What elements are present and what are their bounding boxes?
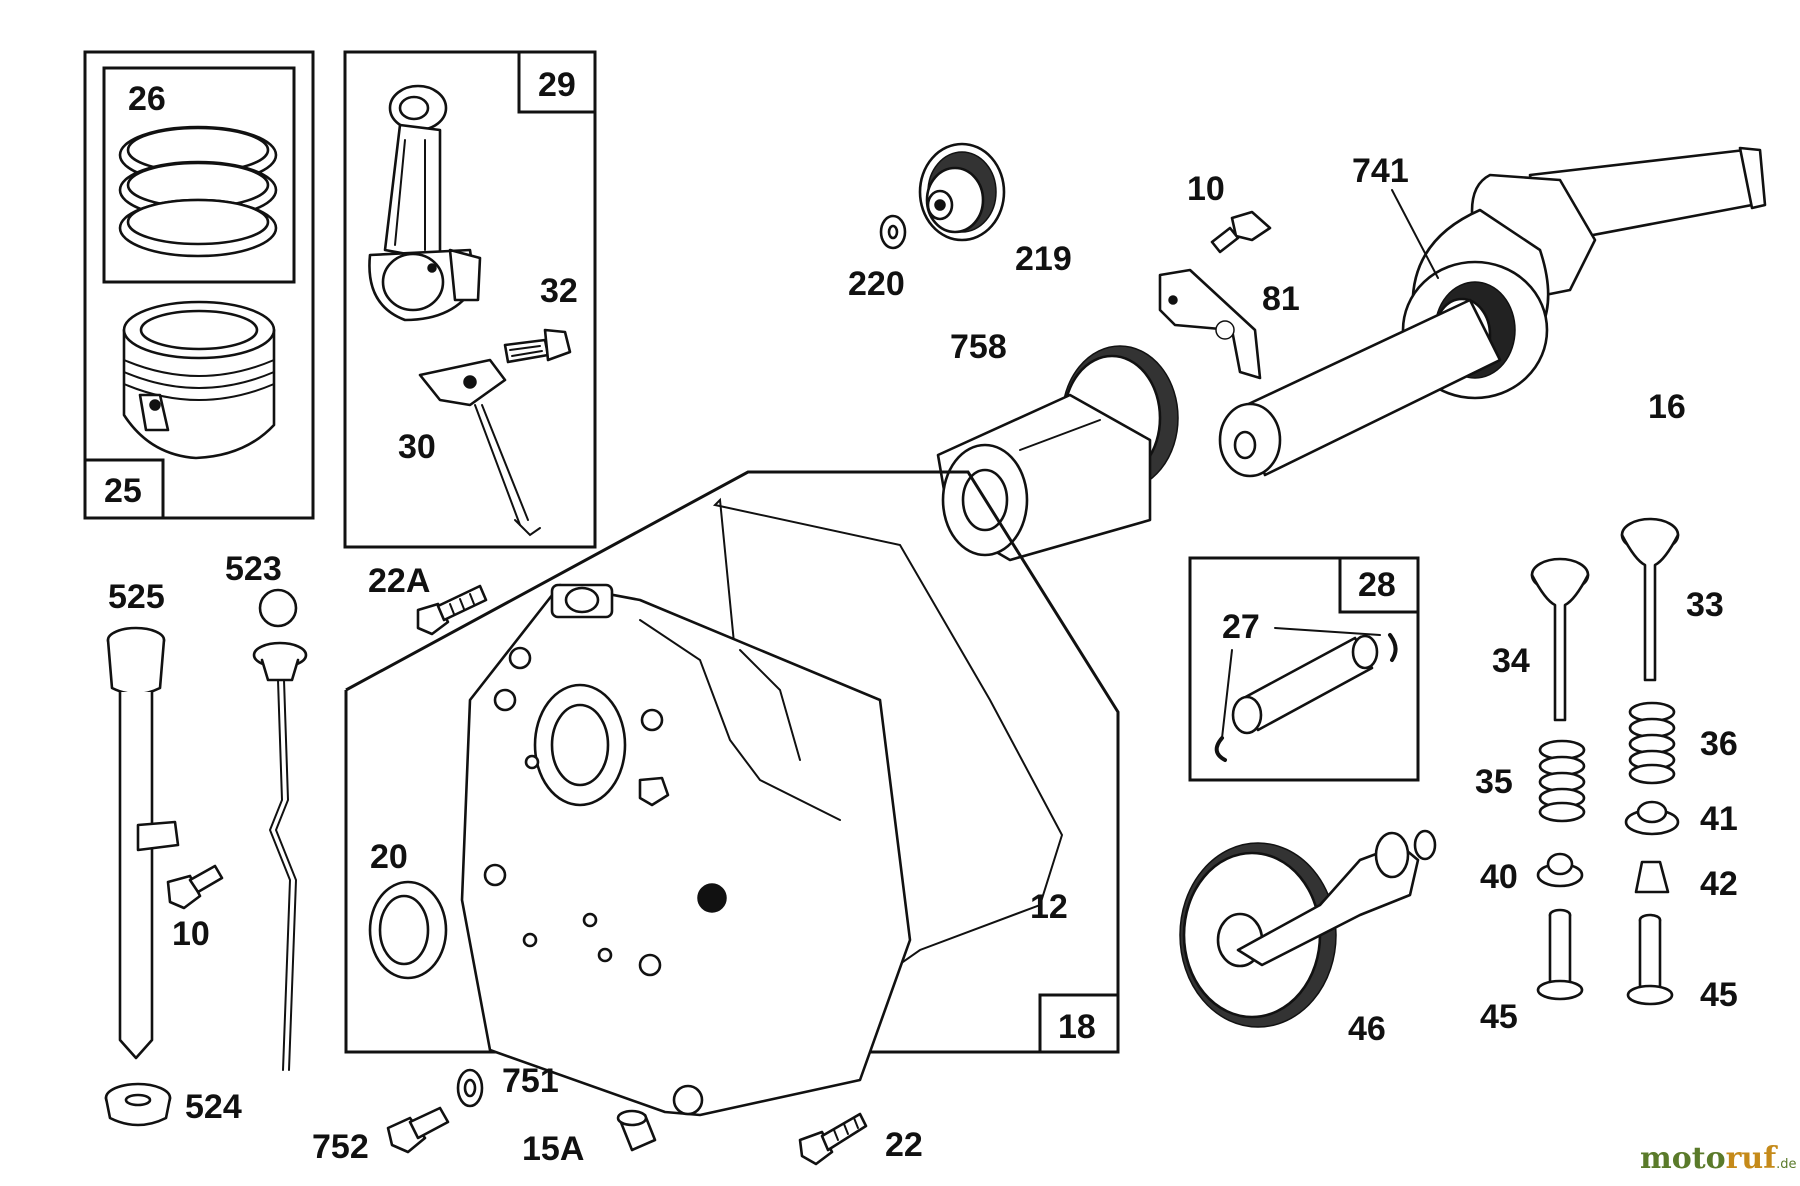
rod-bolt-icon	[503, 328, 572, 364]
label-26: 26	[128, 80, 166, 118]
label-12: 12	[1030, 888, 1068, 926]
plug-15a-icon	[616, 1109, 657, 1152]
piston-icon	[122, 300, 276, 460]
label-16: 16	[1648, 388, 1686, 426]
label-35: 35	[1475, 763, 1513, 801]
label-36: 36	[1700, 725, 1738, 763]
bolt-22-icon	[798, 1112, 868, 1166]
label-752: 752	[312, 1128, 369, 1166]
label-25: 25	[104, 472, 142, 510]
label-525: 525	[108, 578, 165, 616]
label-45-right: 45	[1700, 976, 1738, 1014]
label-81: 81	[1262, 280, 1300, 318]
leader-27a	[1274, 627, 1381, 636]
retaining-ring-icon	[1214, 633, 1398, 762]
wrist-pin-icon	[1231, 634, 1379, 735]
label-28: 28	[1358, 566, 1396, 604]
connecting-rod-box: 29 32 30	[343, 50, 597, 549]
cam-gear-758-icon	[936, 345, 1179, 562]
label-18: 18	[1058, 1008, 1096, 1046]
crankshaft-icon	[1218, 146, 1767, 478]
label-27: 27	[1222, 608, 1260, 646]
piston-assembly-box: 26 25	[83, 50, 315, 520]
label-40: 40	[1480, 858, 1518, 896]
oil-dipper-icon	[418, 358, 541, 537]
bolt-10-lower-icon	[166, 864, 224, 910]
label-15a: 15A	[522, 1130, 584, 1168]
bolt-752-icon	[386, 1106, 450, 1154]
washer-751-icon	[456, 1068, 484, 1108]
watermark-part-b: ruf	[1726, 1141, 1779, 1176]
dipstick-tube-icon	[106, 626, 180, 1060]
label-22: 22	[885, 1126, 923, 1164]
valve-guide-45b-icon	[1626, 913, 1674, 1006]
label-34: 34	[1492, 642, 1530, 680]
label-751: 751	[502, 1062, 559, 1100]
label-20: 20	[370, 838, 408, 876]
label-10-lower: 10	[172, 915, 210, 953]
valve-34-icon	[1530, 557, 1590, 722]
label-523: 523	[225, 550, 282, 588]
bracket-81-icon	[1158, 268, 1262, 380]
leader-27b	[1221, 649, 1233, 739]
retainer-40-icon	[1536, 852, 1584, 888]
plug-524-icon	[104, 1082, 172, 1127]
crankcase-cover-box: 18 12	[344, 470, 1120, 1117]
leader-741	[1391, 189, 1439, 279]
retainer-41-icon	[1624, 800, 1680, 836]
label-524: 524	[185, 1088, 242, 1126]
label-45-left: 45	[1480, 998, 1518, 1036]
svg-text:motoruf.de: motoruf.de	[1640, 1141, 1797, 1176]
label-41: 41	[1700, 800, 1738, 838]
dipstick-523-icon	[252, 588, 308, 1071]
washer-220-icon	[879, 214, 907, 250]
label-42: 42	[1700, 865, 1738, 903]
bolt-10-icon	[1210, 210, 1272, 254]
piston-rings-icon	[118, 125, 278, 258]
label-46: 46	[1348, 1010, 1386, 1048]
watermark-logo: motoruf.de	[1640, 1141, 1797, 1176]
valve-spring-35-icon	[1538, 739, 1586, 823]
valve-33-icon	[1620, 517, 1680, 682]
valve-spring-36-icon	[1628, 701, 1676, 785]
label-22a: 22A	[368, 562, 430, 600]
governor-gear-icon	[918, 142, 1006, 242]
wrist-pin-box: 28 27	[1188, 556, 1420, 782]
crankcase-housing-icon	[460, 583, 912, 1117]
label-220: 220	[848, 265, 905, 303]
camshaft-46-icon	[1179, 829, 1437, 1028]
valve-guide-45a-icon	[1536, 908, 1584, 1001]
label-32: 32	[540, 272, 578, 310]
label-30: 30	[398, 428, 436, 466]
label-10-top: 10	[1187, 170, 1225, 208]
label-33: 33	[1686, 586, 1724, 624]
keeper-42-icon	[1634, 860, 1670, 894]
oil-seal-20-icon	[368, 880, 448, 980]
watermark-part-a: moto	[1640, 1141, 1726, 1176]
watermark-suffix: .de	[1776, 1157, 1796, 1172]
label-741: 741	[1352, 152, 1409, 190]
label-29: 29	[538, 66, 576, 104]
label-219: 219	[1015, 240, 1072, 278]
connecting-rod-icon	[368, 84, 482, 322]
label-758: 758	[950, 328, 1007, 366]
bolt-22a-icon	[416, 584, 488, 636]
